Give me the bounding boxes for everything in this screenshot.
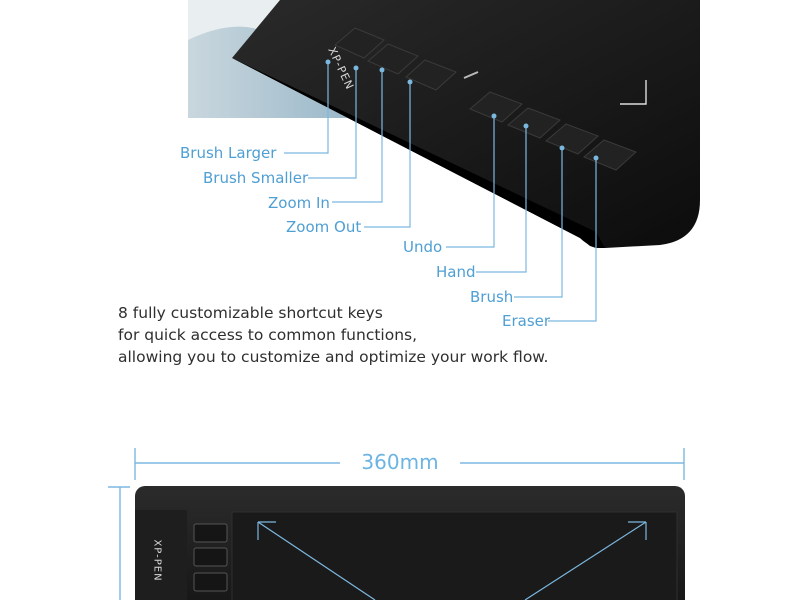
express-keys-top xyxy=(193,523,228,592)
callout-undo: Undo xyxy=(403,238,443,256)
callout-zoom-out: Zoom Out xyxy=(286,218,362,236)
callout-brush-larger: Brush Larger xyxy=(180,144,277,162)
callout-zoom-in: Zoom In xyxy=(268,194,330,212)
description-line-1: 8 fully customizable shortcut keys xyxy=(118,304,383,322)
brand-logo-bottom: XP-PEN xyxy=(151,539,163,582)
tablet-angled xyxy=(232,0,700,248)
width-dimension-label: 360mm xyxy=(340,450,460,474)
callout-brush-smaller: Brush Smaller xyxy=(203,169,309,187)
tablet-top-view xyxy=(135,486,685,600)
callout-hand: Hand xyxy=(436,263,476,281)
dimension-width xyxy=(134,448,685,480)
description-line-3: allowing you to customize and optimize y… xyxy=(118,348,549,366)
callout-brush: Brush xyxy=(470,288,514,306)
active-area-markers xyxy=(257,521,647,600)
description-line-2: for quick access to common functions, xyxy=(118,326,418,344)
callout-eraser: Eraser xyxy=(502,312,551,330)
callout-lines xyxy=(284,62,597,322)
dimension-height xyxy=(108,486,130,600)
callout-dots xyxy=(325,59,599,161)
express-keys xyxy=(334,27,637,171)
